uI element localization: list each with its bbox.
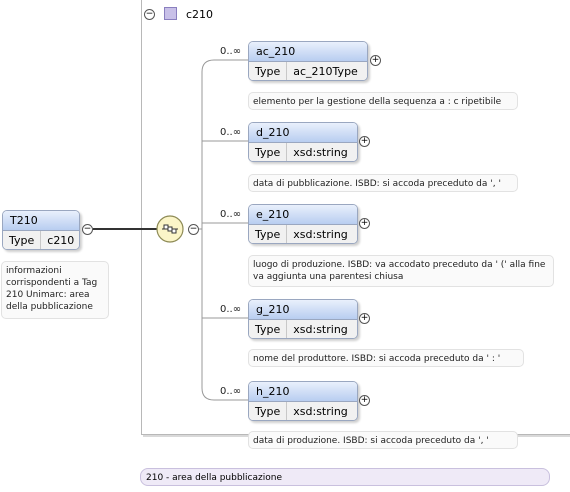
element-annotation: data di produzione. ISBD: si accoda prec… <box>248 431 518 449</box>
element-annotation: luogo di produzione. ISBD: va accodato p… <box>248 255 554 287</box>
sequence-compositor-icon[interactable] <box>156 215 184 243</box>
root-type-value: c210 <box>47 234 75 247</box>
root-type-key: Type <box>3 231 42 249</box>
element-annotation: nome del produttore. ISBD: si accoda pre… <box>248 349 524 367</box>
element-annotation: elemento per la gestione della sequenza … <box>248 92 518 110</box>
collapse-type-toggle[interactable]: − <box>144 9 155 20</box>
element-g-210[interactable]: g_210 Type xsd:string <box>248 299 358 339</box>
type-value: xsd:string <box>293 405 348 418</box>
type-value: xsd:string <box>293 323 348 336</box>
occurs-label: 0..∞ <box>220 304 242 315</box>
occurs-label: 0..∞ <box>220 46 242 57</box>
root-element-name: T210 <box>3 211 79 231</box>
complex-type-icon <box>164 7 177 20</box>
expand-toggle[interactable]: + <box>359 313 370 324</box>
element-name: e_210 <box>249 205 357 225</box>
sequence-collapse-toggle[interactable]: − <box>188 224 199 235</box>
root-element-t210[interactable]: T210 Type c210 <box>2 210 80 250</box>
occurs-label: 0..∞ <box>220 209 242 220</box>
element-name: g_210 <box>249 300 357 320</box>
expand-toggle[interactable]: + <box>359 218 370 229</box>
type-annotation-footer: 210 - area della pubblicazione <box>140 468 550 486</box>
element-e-210[interactable]: e_210 Type xsd:string <box>248 204 358 244</box>
type-key: Type <box>249 225 288 243</box>
expand-toggle[interactable]: + <box>359 136 370 147</box>
element-d-210[interactable]: d_210 Type xsd:string <box>248 122 358 162</box>
type-key: Type <box>249 62 288 80</box>
element-name: d_210 <box>249 123 357 143</box>
element-annotation: data di pubblicazione. ISBD: si accoda p… <box>248 174 518 192</box>
type-value: xsd:string <box>293 228 348 241</box>
type-value: xsd:string <box>293 146 348 159</box>
root-collapse-toggle[interactable]: − <box>82 224 93 235</box>
type-key: Type <box>249 402 288 420</box>
occurs-label: 0..∞ <box>220 127 242 138</box>
element-name: h_210 <box>249 382 357 402</box>
element-h-210[interactable]: h_210 Type xsd:string <box>248 381 358 421</box>
occurs-label: 0..∞ <box>220 386 242 397</box>
element-ac-210[interactable]: ac_210 Type ac_210Type <box>248 41 368 81</box>
complex-type-title: c210 <box>186 8 214 21</box>
element-name: ac_210 <box>249 42 367 62</box>
expand-toggle[interactable]: + <box>359 395 370 406</box>
root-annotation: informazioni corrispondenti a Tag 210 Un… <box>1 261 109 319</box>
expand-toggle[interactable]: + <box>370 55 381 66</box>
type-key: Type <box>249 320 288 338</box>
type-value: ac_210Type <box>293 65 358 78</box>
type-key: Type <box>249 143 288 161</box>
